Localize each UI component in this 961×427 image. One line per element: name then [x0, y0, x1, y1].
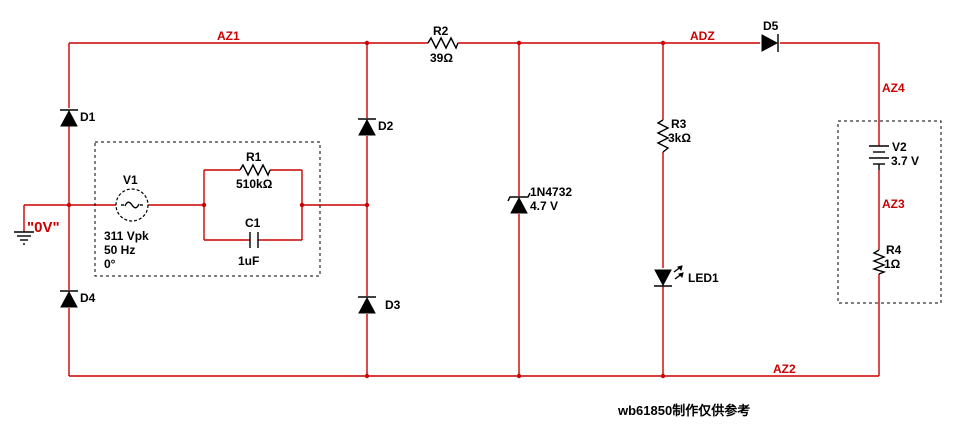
- net-label-adz: ADZ: [690, 29, 715, 43]
- diode-d2[interactable]: [358, 118, 376, 136]
- credit-text: wb61850制作仅供参考: [617, 403, 750, 418]
- diode-d4[interactable]: [60, 290, 78, 308]
- junction-dot: [66, 202, 72, 208]
- net-label-az4: AZ4: [882, 81, 905, 95]
- zener-diode-1n4732[interactable]: [507, 192, 531, 214]
- junction-dot: [660, 40, 666, 46]
- resistor-r1[interactable]: [239, 163, 271, 177]
- label-c1-value: 1uF: [238, 254, 259, 268]
- ground-label: "0V": [27, 219, 60, 236]
- label-d4: D4: [80, 291, 96, 305]
- label-d1: D1: [80, 110, 96, 124]
- junction-dot: [364, 202, 370, 208]
- label-c1-ref: C1: [245, 216, 261, 230]
- label-v1-frequency: 50 Hz: [104, 243, 135, 257]
- junction-dot: [516, 40, 522, 46]
- net-label-az1: AZ1: [217, 29, 240, 43]
- junction-dot: [660, 373, 666, 379]
- label-r1-value: 510kΩ: [236, 177, 273, 191]
- net-label-az3: AZ3: [882, 197, 905, 211]
- ground-symbol: [14, 231, 34, 245]
- label-d2: D2: [378, 119, 394, 133]
- junction-dot: [201, 202, 207, 208]
- ac-source-v1[interactable]: [115, 188, 149, 222]
- net-label-az2: AZ2: [773, 362, 796, 376]
- junction-dot: [299, 202, 305, 208]
- label-r4-value: 1Ω: [884, 257, 901, 271]
- wires: [23, 42, 880, 377]
- label-zener-ref: 1N4732: [530, 185, 572, 199]
- diode-d3[interactable]: [358, 296, 376, 314]
- battery-v2[interactable]: [869, 145, 889, 170]
- label-v1-phase: 0°: [104, 257, 116, 271]
- label-v1-ref: V1: [123, 173, 138, 187]
- label-r1-ref: R1: [246, 150, 262, 164]
- diode-d5[interactable]: [761, 34, 779, 52]
- resistor-r4[interactable]: [871, 249, 887, 275]
- label-zener-value: 4.7 V: [530, 199, 558, 213]
- capacitor-c1[interactable]: [249, 232, 259, 248]
- resistor-r3[interactable]: [656, 119, 670, 153]
- label-r2-ref: R2: [433, 24, 449, 38]
- label-v1-amplitude: 311 Vpk: [104, 229, 149, 243]
- junction-dot: [516, 373, 522, 379]
- label-r4-ref: R4: [886, 243, 902, 257]
- label-d3: D3: [385, 298, 401, 312]
- label-d5: D5: [763, 19, 779, 33]
- junction-dot: [364, 373, 370, 379]
- junction-dots: [66, 40, 666, 379]
- ac-input-group-box: [94, 141, 321, 277]
- label-r3-ref: R3: [671, 117, 687, 131]
- label-v2-ref: V2: [892, 140, 907, 154]
- label-led1: LED1: [688, 271, 719, 285]
- led-led1[interactable]: [654, 265, 684, 287]
- resistor-r2[interactable]: [427, 36, 459, 50]
- label-r2-value: 39Ω: [430, 51, 453, 65]
- label-v2-value: 3.7 V: [891, 154, 919, 168]
- battery-group-box: [837, 120, 942, 304]
- diode-d1[interactable]: [60, 109, 78, 127]
- junction-dot: [364, 40, 370, 46]
- label-r3-value: 3kΩ: [668, 131, 691, 145]
